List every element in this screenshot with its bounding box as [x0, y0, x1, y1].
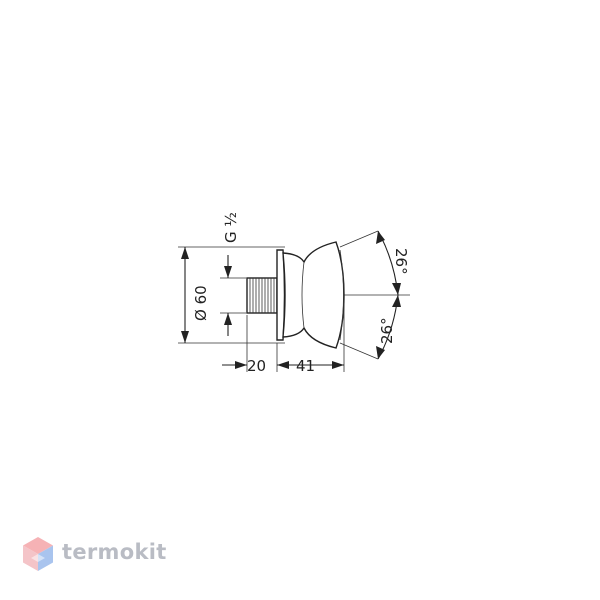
- angle-lower-label: 26°: [378, 317, 396, 344]
- thread-arrow-top: [224, 266, 232, 278]
- diameter-arrow-bottom: [181, 331, 189, 343]
- spray-face: [339, 249, 344, 341]
- shower-head-body: [282, 241, 345, 349]
- body-depth-arrow-right: [332, 361, 344, 369]
- angle-ray-lower: [339, 342, 379, 360]
- thread-lines: [249, 278, 275, 313]
- angle-arrow-2: [392, 283, 401, 295]
- angle-ray-upper: [339, 230, 379, 248]
- thread-length-label: 20: [247, 357, 266, 375]
- diameter-label: Ø 60: [192, 285, 210, 321]
- angle-arrow-4: [376, 346, 385, 359]
- shower-head-neck: [301, 261, 305, 329]
- watermark-brand: termokit: [62, 540, 167, 564]
- thread-arrow-bottom: [224, 313, 232, 325]
- body-depth-arrow-left: [277, 361, 289, 369]
- termokit-logo-icon: [23, 537, 53, 571]
- angle-upper-label: 26°: [392, 248, 410, 275]
- thread-length-arrow: [235, 361, 247, 369]
- body-depth-label: 41: [296, 357, 315, 375]
- angle-arrow-3: [392, 295, 401, 307]
- angle-arrow-1: [376, 231, 385, 244]
- diameter-arrow-top: [181, 247, 189, 259]
- thread-label: G ½: [222, 212, 240, 243]
